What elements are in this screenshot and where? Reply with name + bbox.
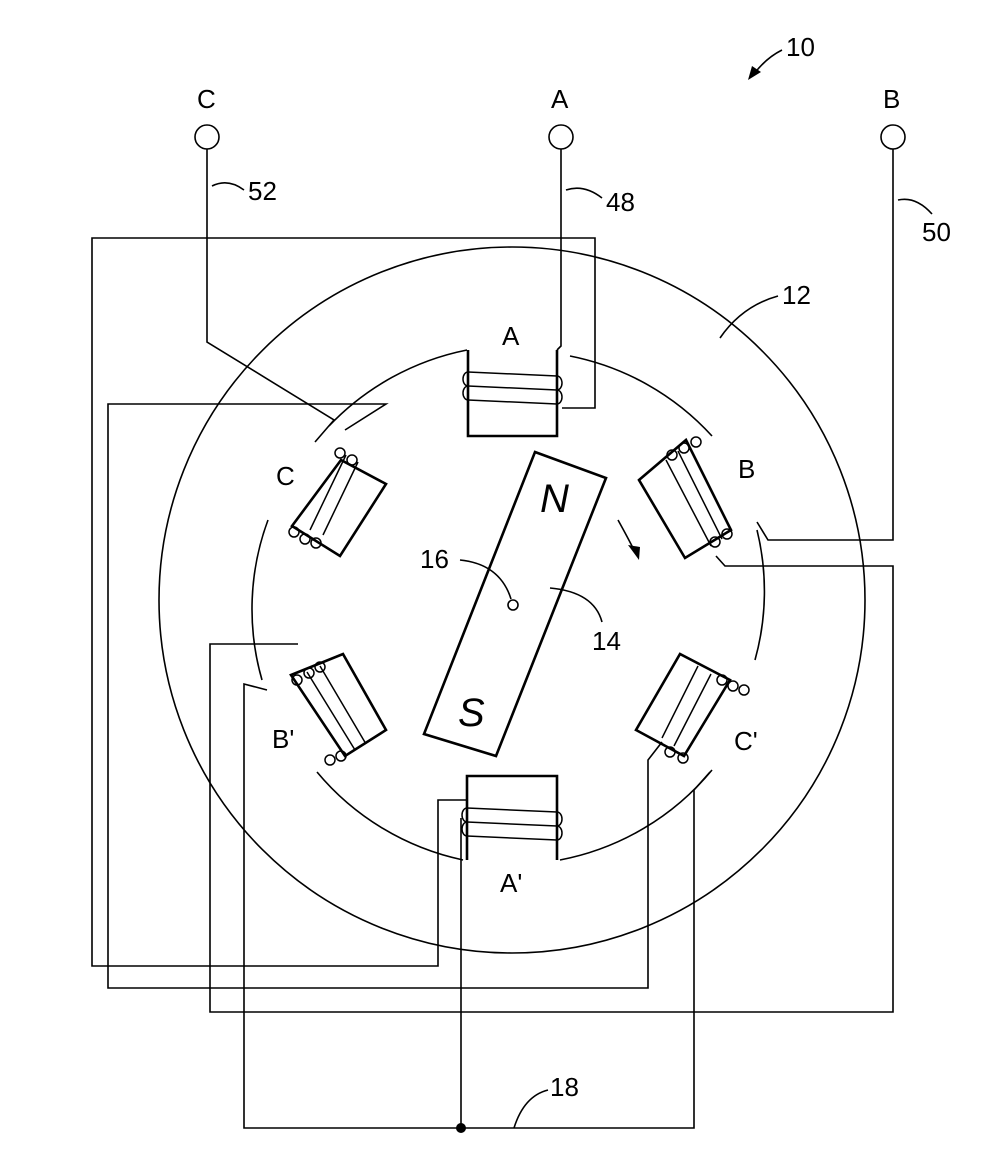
terminal-a-label: A [551,84,569,114]
pole-c-label: C [276,461,295,491]
ref-14-label: 14 [592,626,621,656]
pole-a-label: A [502,321,520,351]
rotor-axis-point [508,600,518,610]
ref-52-label: 52 [248,176,277,206]
magnet-south-label: S [458,691,485,735]
magnet-north-label: N [540,477,569,521]
phase-c-return-wire [108,404,662,988]
ref-50: 50 [898,199,951,247]
ref-48-label: 48 [606,187,635,217]
rotation-arrow-icon [618,520,640,560]
phase-a-return-wire [92,238,595,966]
terminal-a: A [549,84,573,149]
terminal-c: C [195,84,219,149]
pole-b-prime [291,654,386,765]
pole-a [463,350,562,436]
pole-b [639,437,732,558]
coil-a [463,372,562,404]
pole-b-prime-label: B' [272,724,294,754]
phase-b-wire [757,149,893,540]
ref-12-label: 12 [782,280,811,310]
ref-18: 18 [514,1072,579,1128]
ref-48: 48 [566,187,635,217]
ref-52: 52 [212,176,277,206]
pole-a-prime [462,776,562,860]
pole-c-prime [636,654,749,763]
terminal-b: B [881,84,905,149]
ref-14: 14 [550,588,621,656]
ref-10-label: 10 [786,32,815,62]
neutral-junction-dot [456,1123,466,1133]
ref-16: 16 [420,544,511,599]
ref-16-label: 16 [420,544,449,574]
terminal-b-label: B [883,84,900,114]
phase-b-return-wire [210,556,893,1012]
pole-c [289,448,386,556]
coil-b [666,437,732,547]
coil-a-prime [462,808,562,840]
ref-12: 12 [720,280,811,338]
ref-50-label: 50 [922,217,951,247]
pole-b-label: B [738,454,755,484]
rotor-magnet: N S [424,452,606,756]
ref-10: 10 [748,32,815,80]
ref-18-label: 18 [550,1072,579,1102]
coil-c [289,448,358,548]
pole-c-prime-label: C' [734,726,758,756]
pole-a-prime-label: A' [500,868,522,898]
terminal-c-label: C [197,84,216,114]
